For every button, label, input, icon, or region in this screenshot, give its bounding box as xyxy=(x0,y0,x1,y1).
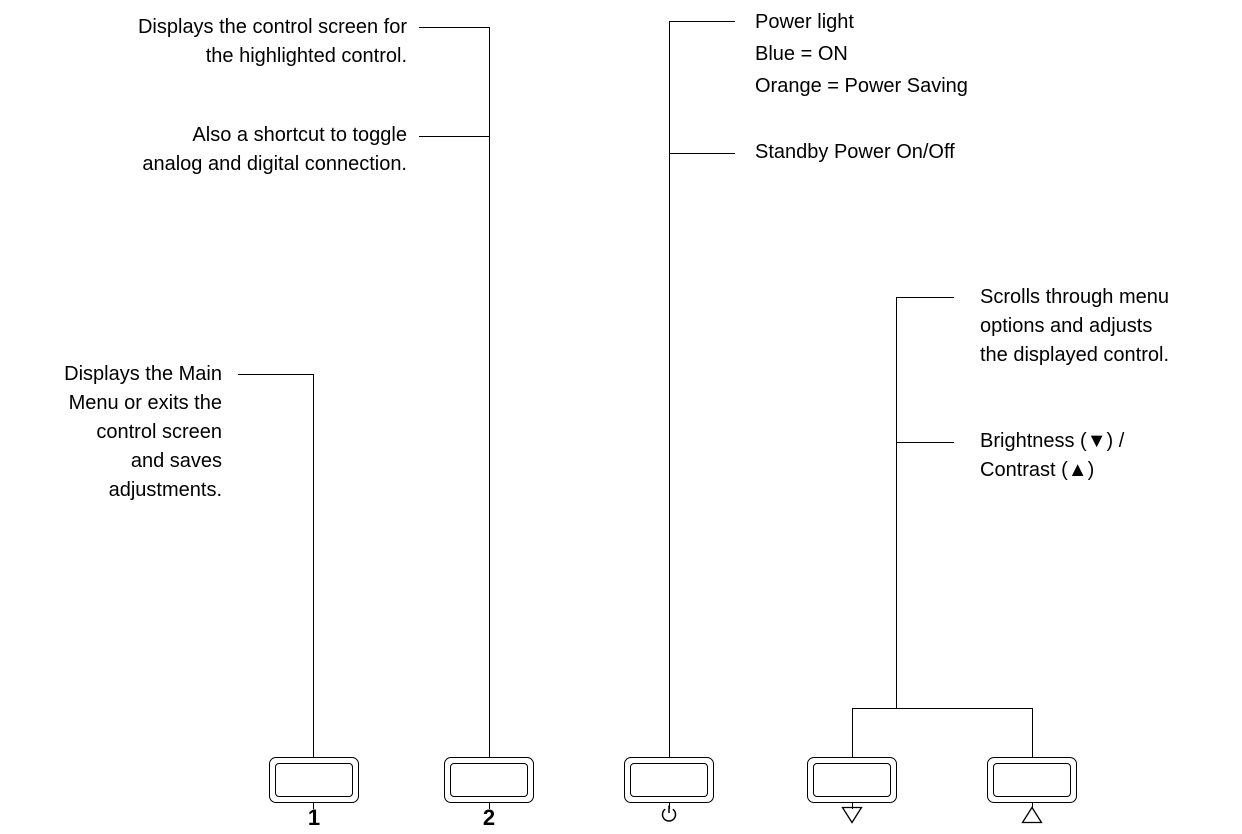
button-1[interactable] xyxy=(269,757,359,803)
annotation-line: the highlighted control. xyxy=(205,45,407,67)
leader-line xyxy=(669,21,670,809)
leader-line xyxy=(669,21,735,22)
annotation-line: Displays the control screen for xyxy=(137,16,407,38)
button-face xyxy=(450,763,528,797)
annotation-line: Displays the Main xyxy=(64,363,222,385)
scrolls-annotation: Scrolls through menu options and adjusts… xyxy=(980,283,1169,370)
brightness-annotation: Brightness (▼) / Contrast (▲) xyxy=(980,427,1124,485)
button-face xyxy=(630,763,708,797)
up-button[interactable] xyxy=(987,757,1077,803)
annotation-line: the displayed control. xyxy=(980,344,1170,366)
leader-line xyxy=(419,27,490,28)
button-face xyxy=(275,763,353,797)
annotation-line: Standby Power On/Off xyxy=(755,141,955,163)
main-menu-annotation: Displays the Main Menu or exits the cont… xyxy=(64,360,222,505)
annotation-line: analog and digital connection. xyxy=(142,153,407,175)
annotation-line: Orange = Power Saving xyxy=(755,75,968,97)
leader-line xyxy=(313,374,314,809)
power-button[interactable] xyxy=(624,757,714,803)
shortcut-annotation: Also a shortcut to toggle analog and dig… xyxy=(142,121,407,179)
triangle-up-icon xyxy=(987,806,1077,834)
annotation-line: adjustments. xyxy=(108,479,222,501)
leader-line xyxy=(852,708,1033,709)
leader-line xyxy=(896,297,897,709)
button-2-label: 2 xyxy=(482,805,496,830)
down-button[interactable] xyxy=(807,757,897,803)
annotation-line: and saves xyxy=(130,450,222,472)
annotation-line: Scrolls through menu xyxy=(980,286,1169,308)
triangle-down-icon xyxy=(807,806,897,834)
button-1-label: 1 xyxy=(307,805,321,830)
leader-line xyxy=(896,442,954,443)
annotation-line: Power light xyxy=(755,11,854,33)
power-icon xyxy=(624,804,714,832)
annotation-line: Menu or exits the xyxy=(68,392,222,414)
annotation-line: Brightness (▼) / xyxy=(980,430,1125,452)
leader-line xyxy=(489,27,490,809)
annotation-line: control screen xyxy=(96,421,222,443)
button-face xyxy=(813,763,891,797)
button-2[interactable] xyxy=(444,757,534,803)
annotation-line: Also a shortcut to toggle xyxy=(192,124,407,146)
annotation-line: options and adjusts xyxy=(980,315,1153,337)
leader-line xyxy=(669,153,735,154)
control-screen-annotation: Displays the control screen for the high… xyxy=(138,13,407,71)
annotation-line: Contrast (▲) xyxy=(980,459,1095,481)
leader-line xyxy=(896,297,954,298)
leader-line xyxy=(238,374,314,375)
leader-line xyxy=(419,136,490,137)
power-light-annotation: Power light Blue = ON Orange = Power Sav… xyxy=(755,6,968,102)
annotation-line: Blue = ON xyxy=(755,43,848,65)
button-face xyxy=(993,763,1071,797)
standby-annotation: Standby Power On/Off xyxy=(755,138,955,167)
